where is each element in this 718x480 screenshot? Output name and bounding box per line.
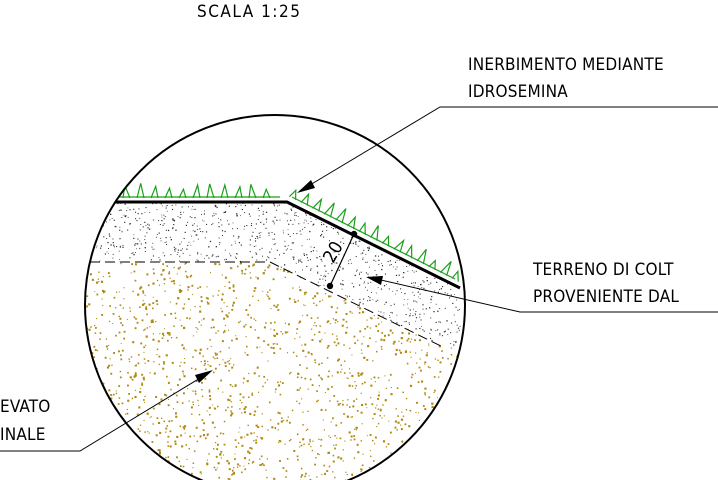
scale-label: SCALA 1:25 [197,2,301,22]
embankment-fill-layer [85,262,465,480]
section-layers [85,182,465,480]
embankment-leader [0,370,213,452]
embankment-label-line2: INALE [0,425,46,445]
layer-boundary-line [85,261,446,349]
ground-surface-line [85,200,461,290]
topsoil-label-line2: PROVENIENTE DAL [533,287,679,307]
topsoil-leader [366,276,718,313]
topsoil-label-line1: TERRENO DI COLT [532,260,674,280]
embankment-label-line1: EVATO [0,397,51,417]
detail-circle [84,114,466,480]
grass-label-line2: IDROSEMINA [468,82,568,102]
grass-label-line1: INERBIMENTO MEDIANTE [468,55,664,75]
grass-leader [297,106,718,193]
grass-symbol [94,182,459,282]
